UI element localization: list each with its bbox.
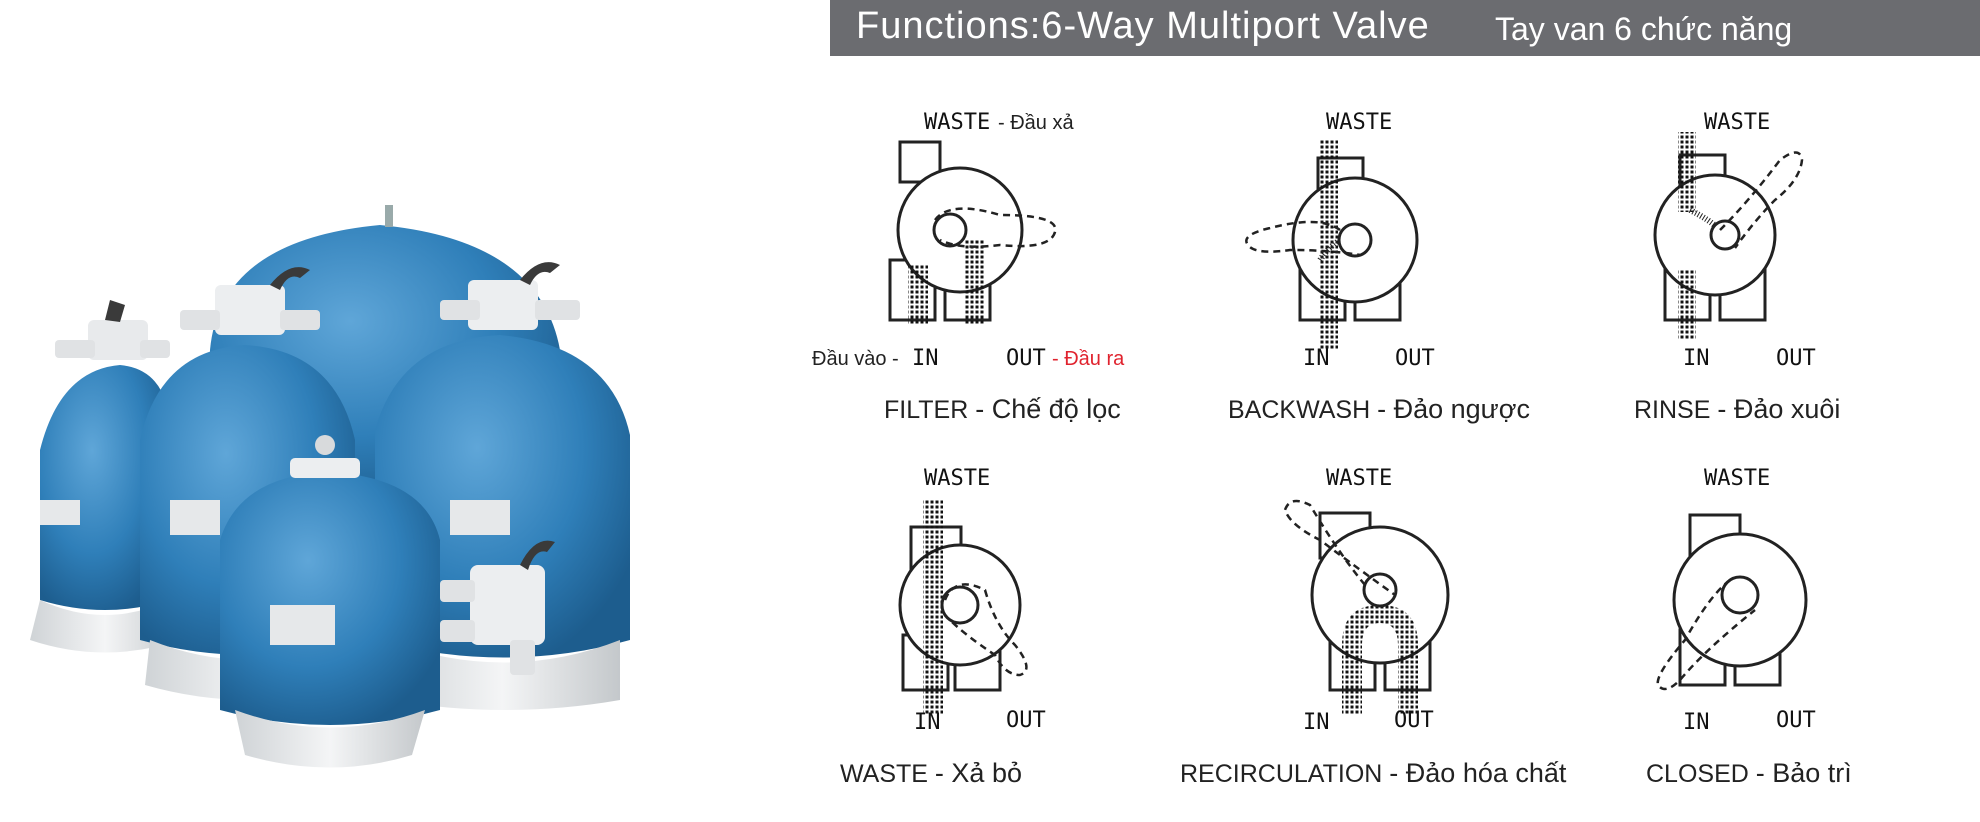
waste-mode-caption: WASTE - Xả bỏ xyxy=(840,758,1022,789)
recirculation-in-label: IN xyxy=(1303,710,1330,735)
waste-mode-out-label: OUT xyxy=(1006,708,1046,733)
backwash-caption-vi: - Đảo ngược xyxy=(1377,394,1530,424)
closed-caption-vi: - Bảo trì xyxy=(1755,758,1852,788)
waste-mode-caption-vi: - Xả bỏ xyxy=(934,758,1022,788)
sand-filter-tanks-image xyxy=(30,205,630,768)
rinse-caption-vi: - Đảo xuôi xyxy=(1717,394,1841,424)
filter-waste-label: WASTE xyxy=(924,110,991,135)
closed-waste-label: WASTE xyxy=(1704,466,1771,491)
backwash-out-label: OUT xyxy=(1395,346,1435,371)
closed-out-label: OUT xyxy=(1776,708,1816,733)
filter-caption: FILTER - Chế độ lọc xyxy=(884,394,1121,425)
waste-mode-waste-label: WASTE xyxy=(924,466,991,491)
recirculation-out-label: OUT xyxy=(1394,708,1434,733)
filter-valve-diagram xyxy=(888,140,1057,325)
backwash-valve-diagram xyxy=(1245,140,1419,350)
recirculation-valve-diagram xyxy=(1283,499,1450,715)
closed-caption: CLOSED - Bảo trì xyxy=(1646,758,1852,789)
waste-mode-in-label: IN xyxy=(914,710,941,735)
filter-out-note: - Đầu ra xyxy=(1052,348,1125,370)
backwash-in-label: IN xyxy=(1303,346,1330,371)
recirculation-caption-vi: - Đảo hóa chất xyxy=(1389,758,1567,788)
rinse-in-label: IN xyxy=(1683,346,1710,371)
header-title-en: Functions:6-Way Multiport Valve xyxy=(856,5,1430,47)
rinse-waste-label: WASTE xyxy=(1704,110,1771,135)
header-title-vi: Tay van 6 chức năng xyxy=(1495,11,1793,47)
filter-in-note: Đầu vào - xyxy=(812,348,899,370)
rinse-caption: RINSE - Đảo xuôi xyxy=(1634,394,1840,425)
waste-mode-caption-en: WASTE xyxy=(840,760,928,788)
waste-valve-diagram xyxy=(898,500,1028,715)
closed-in-label: IN xyxy=(1683,710,1710,735)
recirculation-waste-label: WASTE xyxy=(1326,466,1393,491)
filter-waste-note: - Đầu xả xyxy=(998,112,1074,134)
backwash-caption-en: BACKWASH xyxy=(1228,396,1371,424)
header-banner: Functions:6-Way Multiport Valve Tay van … xyxy=(830,0,1980,56)
rinse-valve-diagram xyxy=(1653,132,1804,340)
filter-out-label: OUT xyxy=(1006,346,1046,371)
closed-valve-diagram xyxy=(1656,513,1808,691)
backwash-waste-label: WASTE xyxy=(1326,110,1393,135)
backwash-caption: BACKWASH - Đảo ngược xyxy=(1228,394,1530,425)
filter-in-label: IN xyxy=(912,346,939,371)
closed-caption-en: CLOSED xyxy=(1646,760,1749,788)
rinse-out-label: OUT xyxy=(1776,346,1816,371)
recirculation-caption-en: RECIRCULATION xyxy=(1180,760,1383,788)
rinse-caption-en: RINSE xyxy=(1634,396,1711,424)
filter-caption-en: FILTER xyxy=(884,396,969,424)
filter-caption-vi: - Chế độ lọc xyxy=(975,394,1121,424)
recirculation-caption: RECIRCULATION - Đảo hóa chất xyxy=(1180,758,1566,789)
